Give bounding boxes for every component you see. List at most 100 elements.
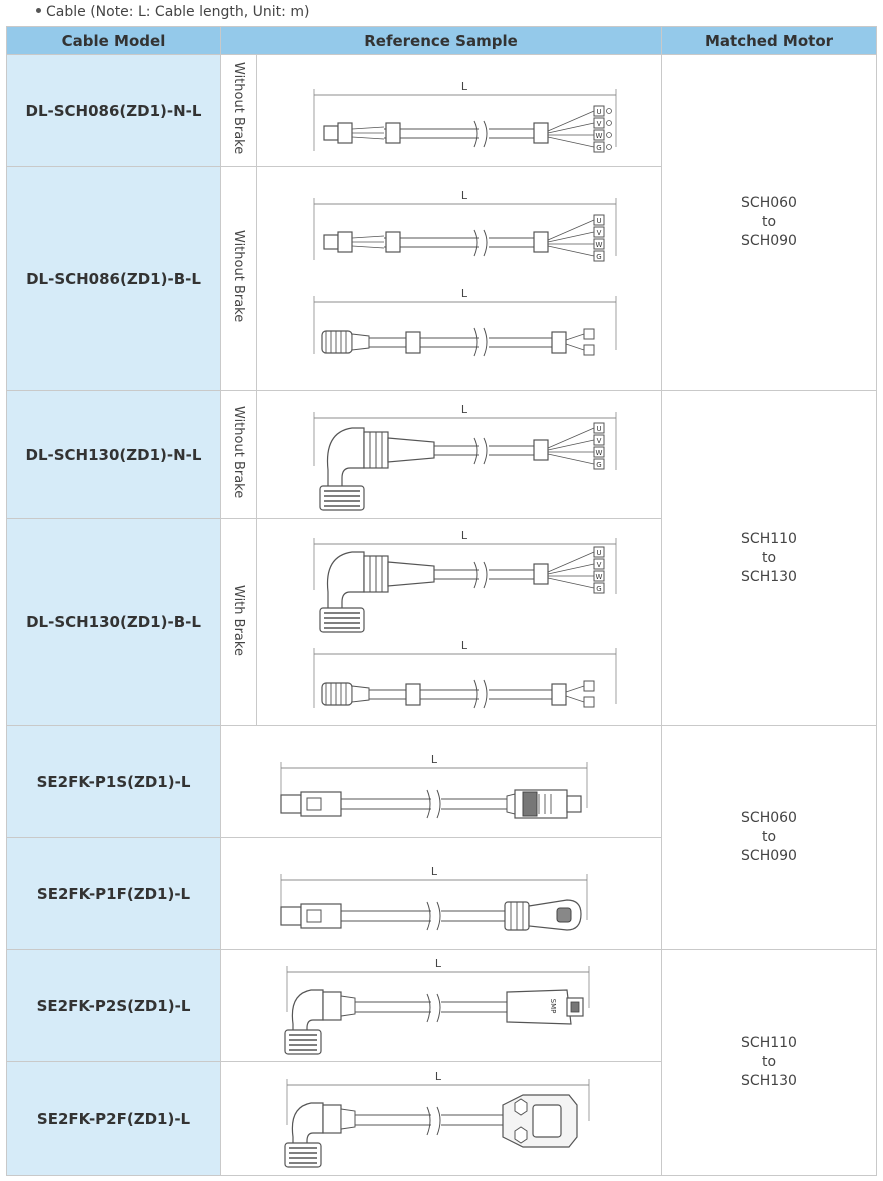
svg-text:U: U (596, 425, 601, 433)
bullet-icon (36, 7, 41, 13)
table-row: SE2FK-P2S(ZD1)-L L (6, 949, 878, 1176)
cable-model-cell: SE2FK-P1F(ZD1)-L (6, 837, 221, 950)
motor-until: SCH090 (741, 233, 797, 249)
svg-text:W: W (596, 241, 603, 249)
length-label: L (461, 189, 468, 202)
svg-text:W: W (596, 573, 603, 581)
svg-text:U: U (596, 549, 601, 557)
cable-note-text: Cable (Note: L: Cable length, Unit: m) (46, 4, 310, 20)
brake-cell: Without Brake (220, 166, 257, 391)
cable-model-cell: DL-SCH086(ZD1)-B-L (6, 166, 221, 391)
brake-label: Without Brake (231, 230, 246, 323)
table-row: DL-SCH130(ZD1)-N-L Without Brake L (6, 390, 878, 726)
brake-label: Without Brake (231, 406, 246, 499)
length-dimension: L (286, 957, 590, 1012)
cable-model-cell: DL-SCH130(ZD1)-N-L (6, 390, 221, 519)
cable-drawing: L (284, 1070, 590, 1168)
svg-text:W: W (596, 449, 603, 457)
reference-sample-cell: L (219, 837, 663, 950)
cable-note: Cable (Note: L: Cable length, Unit: m) (36, 4, 309, 20)
length-dimension: L (313, 403, 617, 470)
table-row: SE2FK-P1F(ZD1)-L L (6, 837, 877, 950)
cable-table: Cable Model Reference Sample Matched Mot… (6, 26, 878, 1176)
cable-model-cell: SE2FK-P2F(ZD1)-L (6, 1061, 221, 1176)
table-header-row: Cable Model Reference Sample Matched Mot… (6, 26, 878, 55)
cable-model-cell: DL-SCH130(ZD1)-B-L (6, 518, 221, 726)
reference-sample-cell: L (255, 166, 663, 391)
reference-sample-cell: L SMP (219, 949, 663, 1062)
terminal-lugs: U V W G (593, 214, 605, 261)
reference-sample-cell: L (255, 518, 663, 726)
svg-text:U: U (596, 108, 601, 116)
header-reference-sample: Reference Sample (219, 26, 663, 55)
terminal-lugs: U V W G (593, 422, 605, 469)
motor-from: SCH110 (741, 530, 797, 547)
length-label: L (431, 865, 438, 878)
length-label: L (461, 80, 468, 93)
cable-drawing: L (313, 80, 617, 152)
brake-cable-drawing: L (313, 287, 617, 356)
cable-drawing: L (313, 189, 617, 356)
length-label: L (461, 529, 468, 542)
svg-text:W: W (596, 132, 603, 140)
brake-label: Without Brake (231, 62, 246, 155)
brake-cell: Without Brake (220, 390, 257, 519)
svg-text:V: V (597, 120, 602, 128)
length-label: L (461, 403, 468, 416)
table-row: DL-SCH130(ZD1)-B-L With Brake L (6, 518, 877, 726)
cable-model-cell: SE2FK-P1S(ZD1)-L (6, 725, 221, 838)
brake-label: With Brake (231, 584, 246, 656)
motor-until: SCH090 (741, 848, 797, 864)
length-dimension: L (313, 529, 617, 594)
terminal-lugs: U V W G (593, 105, 612, 152)
svg-text:V: V (597, 561, 602, 569)
motor-from: SCH110 (741, 1035, 797, 1051)
svg-text:U: U (596, 217, 601, 225)
cable-model-cell: DL-SCH086(ZD1)-N-L (6, 54, 221, 167)
svg-text:V: V (597, 229, 602, 237)
length-label: L (461, 287, 468, 300)
motor-from: SCH060 (741, 195, 797, 211)
reference-sample-cell: L (255, 390, 663, 519)
table-row: SE2FK-P2F(ZD1)-L L (6, 1061, 877, 1176)
cable-drawing: L SMP (284, 957, 590, 1055)
brake-cell: With Brake (220, 518, 257, 726)
length-dimension: L (313, 189, 617, 260)
motor-until: SCH130 (741, 568, 797, 585)
svg-text:G: G (596, 253, 601, 261)
length-label: L (461, 639, 468, 652)
reference-sample-cell: L (219, 725, 663, 838)
motor-to-word: to (761, 829, 777, 845)
header-matched-motor: Matched Motor (661, 26, 878, 55)
length-label: L (435, 957, 442, 970)
motor-to-word: to (761, 549, 777, 566)
connector-label: SMP (549, 998, 557, 1013)
length-dimension: L (286, 1070, 590, 1125)
table-row: DL-SCH086(ZD1)-B-L Without Brake L (6, 166, 877, 391)
terminal-lugs: U V W G (593, 546, 605, 594)
svg-text:G: G (596, 461, 601, 469)
cable-drawing: L (313, 529, 617, 709)
length-label: L (435, 1070, 442, 1083)
svg-text:V: V (597, 437, 602, 445)
motor-until: SCH130 (741, 1073, 797, 1089)
svg-text:G: G (596, 144, 601, 152)
reference-sample-cell: L (219, 1061, 663, 1176)
motor-to-word: to (761, 214, 777, 230)
cable-drawing: L (280, 865, 588, 931)
brake-cable-drawing: L (313, 639, 617, 709)
cable-drawing: L (313, 403, 617, 511)
cable-drawing: L (280, 753, 588, 819)
length-label: L (431, 753, 438, 766)
brake-cell: Without Brake (220, 54, 257, 167)
svg-text:G: G (596, 585, 601, 593)
cable-model-cell: SE2FK-P2S(ZD1)-L (6, 949, 221, 1062)
reference-sample-cell: L (255, 54, 663, 167)
table-row: SE2FK-P1S(ZD1)-L L (6, 725, 878, 950)
motor-from: SCH060 (741, 810, 797, 826)
table-row: DL-SCH086(ZD1)-N-L Without Brake L (6, 54, 878, 391)
